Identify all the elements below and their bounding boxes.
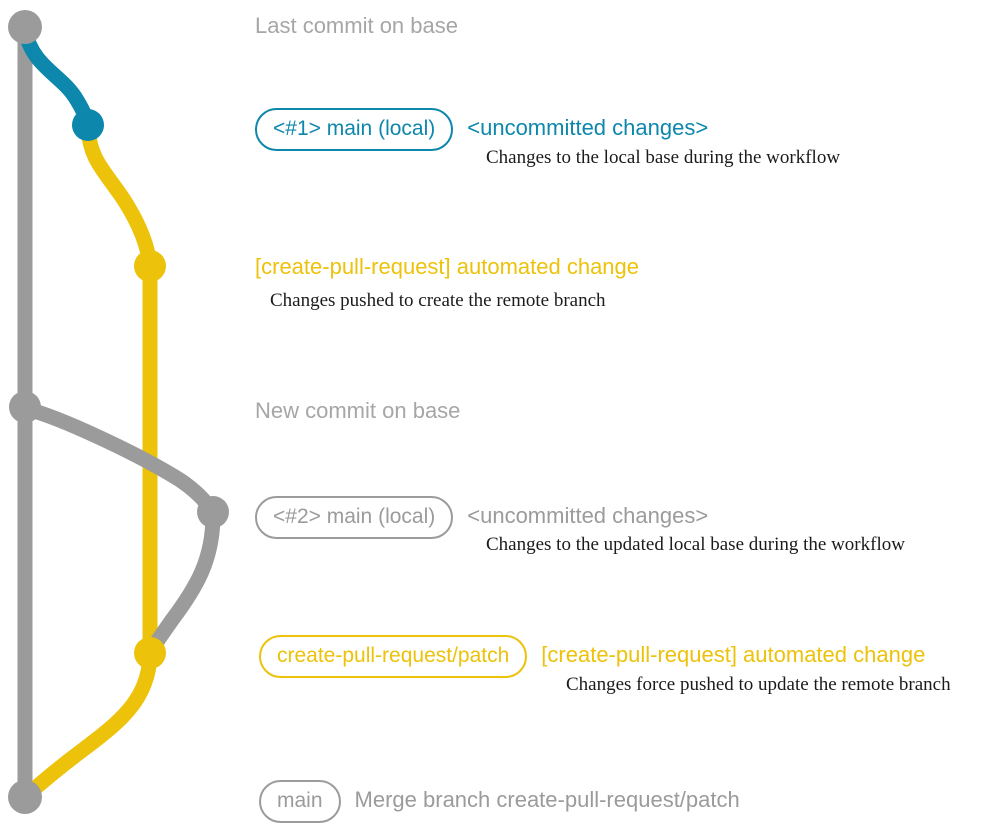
commit-subject-local-1: <uncommitted changes> bbox=[467, 115, 709, 140]
commit-subject-merge: Merge branch create-pull-request/patch bbox=[354, 787, 740, 812]
commit-note-local-1: Changes to the local base during the wor… bbox=[486, 147, 841, 168]
commit-note-automated-change-1: Changes pushed to create the remote bran… bbox=[270, 290, 606, 311]
commit-subject-local-2: <uncommitted changes> bbox=[467, 503, 709, 528]
ref-badge-local-2[interactable]: <#2> main (local) bbox=[255, 496, 454, 539]
commit-row-automated-change-2: create-pull-request/patch [create-pull-r… bbox=[259, 635, 925, 678]
ref-badge-local-1[interactable]: <#1> main (local) bbox=[255, 108, 454, 151]
commit-row-automated-change-1: [create-pull-request] automated change bbox=[255, 254, 640, 279]
commit-row-local-2: <#2> main (local) <uncommitted changes> bbox=[255, 496, 708, 539]
commit-note-local-2: Changes to the updated local base during… bbox=[486, 534, 905, 555]
ref-badge-create-pull-request-patch[interactable]: create-pull-request/patch bbox=[259, 635, 528, 678]
commit-row-local-1: <#1> main (local) <uncommitted changes> bbox=[255, 108, 708, 151]
commit-subject-last-commit-on-base: Last commit on base bbox=[255, 13, 458, 38]
commit-row-merge: main Merge branch create-pull-request/pa… bbox=[259, 780, 740, 823]
commit-subject-automated-change-1: [create-pull-request] automated change bbox=[255, 254, 640, 279]
commit-subject-new-commit-on-base: New commit on base bbox=[255, 398, 461, 423]
ref-badge-main[interactable]: main bbox=[259, 780, 341, 823]
commit-note-automated-change-2: Changes force pushed to update the remot… bbox=[566, 674, 951, 695]
commit-subject-automated-change-2: [create-pull-request] automated change bbox=[541, 642, 926, 667]
